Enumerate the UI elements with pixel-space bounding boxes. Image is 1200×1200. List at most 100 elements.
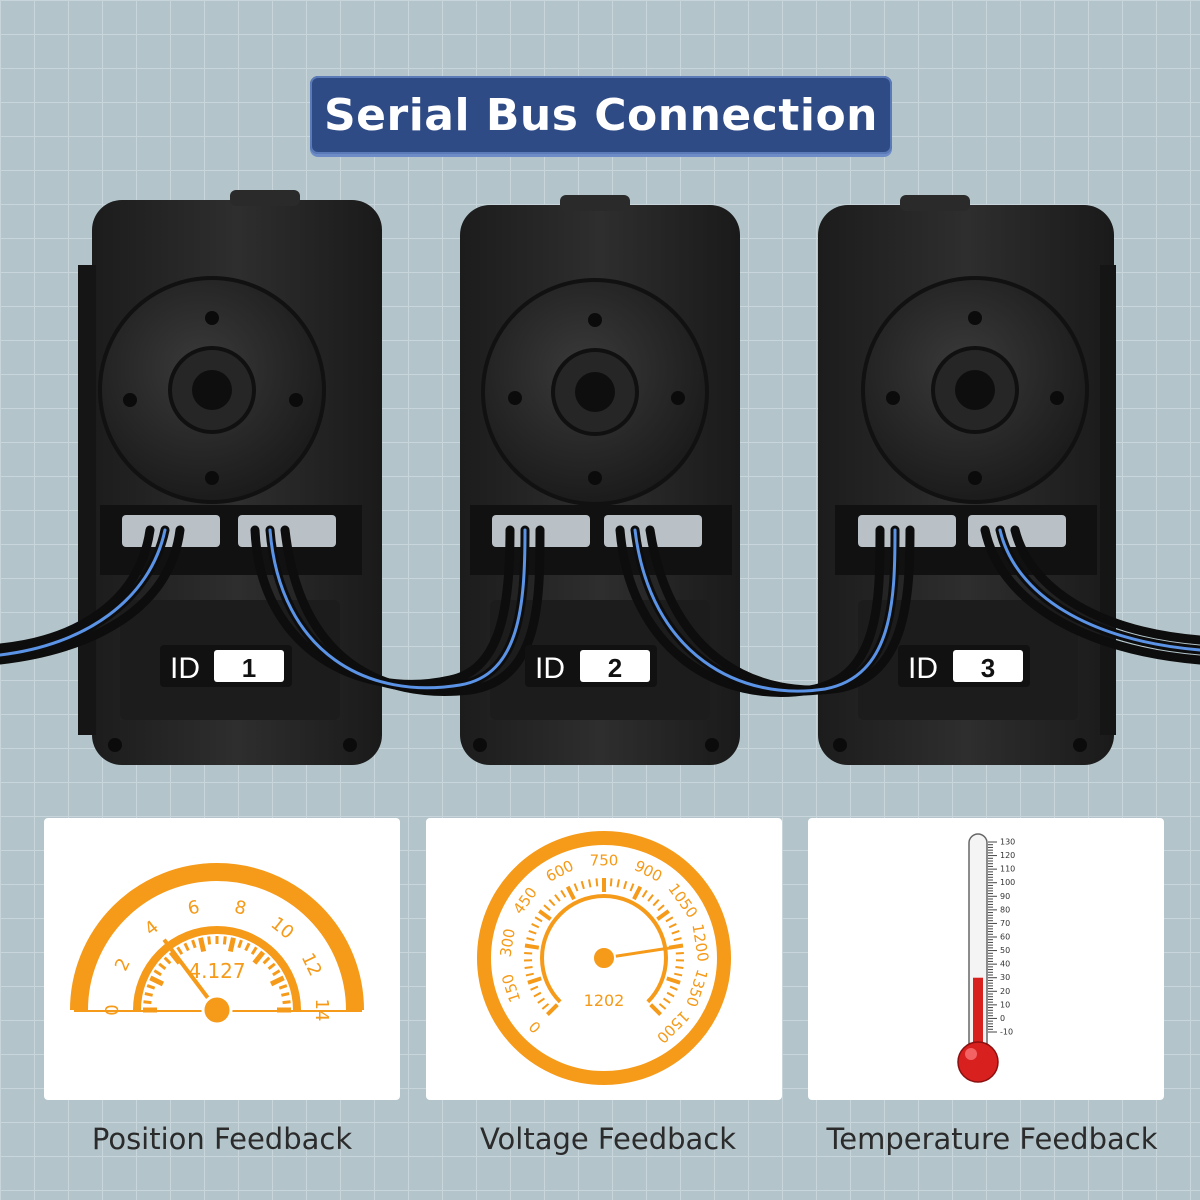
tick-label: 150 [498,972,524,1005]
servo-id-label-2: ID 2 [525,645,657,687]
gauge-tick [176,946,184,955]
title-banner: Serial Bus Connection [310,76,892,154]
tick-label: 1200 [688,922,712,963]
gauge-tick [524,943,540,950]
gauge-tick [537,997,546,1004]
bulb-highlight [965,1048,977,1060]
gauge-tick [183,942,190,952]
gauge-tick [616,879,620,888]
gauge-tick [282,1000,291,1005]
gauge-tick [250,946,258,955]
gauge-tick [222,936,227,945]
gauge-tick [237,939,243,949]
gauge-tick [143,1000,152,1005]
gauge-tick [647,894,654,902]
gauge-tick [674,972,683,977]
gauge-tick [272,969,281,977]
scale-label: 130 [1000,838,1015,847]
gauge-tick [252,950,266,965]
tick-label: 600 [543,857,577,886]
gauge-tick [666,991,675,998]
gauge-tick [560,889,567,898]
svg-text:1: 1 [242,653,256,683]
tick-label: 0 [525,1017,544,1036]
tick-label: 2 [111,955,135,974]
svg-text:ID: ID [908,652,938,685]
gauge-tick [524,966,533,970]
gauge-tick [149,975,165,987]
gauge-tick [541,1003,550,1010]
svg-text:2: 2 [608,653,622,683]
gauge-tick [657,904,665,912]
servo-scene: ID 1 ID 2 ID 3 [0,190,1200,765]
gauge-tick [525,972,534,977]
gauge-tick [656,909,670,921]
tick-label: 10 [267,913,298,944]
needle-hub [201,994,233,1026]
gauge-tick [144,992,153,997]
gauge-tick [538,909,552,921]
svg-text:ID: ID [170,652,200,685]
scale-label: 90 [1000,892,1010,901]
tick-label: 0 [102,1004,123,1015]
gauge-tick [534,916,543,923]
servo-id-label-3: ID 3 [898,645,1030,687]
gauge-tick [623,880,628,890]
gauge-tick [652,898,660,907]
gauge-tick [543,904,551,912]
bus-cables [0,525,1200,697]
gauge-tick [632,885,643,901]
gauge-tick [666,976,681,985]
scale-label: 0 [1000,1014,1005,1023]
gauge-tick [641,889,648,898]
gauge-tick [595,878,599,887]
gauge-tick [546,1003,559,1016]
thermometer-bulb [957,1041,999,1083]
scale-label: 10 [1000,1000,1010,1009]
tick-label: 14 [311,999,332,1022]
scale-label: 100 [1000,878,1015,887]
scale-label: 110 [1000,865,1015,874]
scale-label: 70 [1000,919,1010,928]
servo-3 [818,195,1116,765]
gauge-tick [191,939,197,949]
gauge-tick [665,916,674,923]
gauge-tick [163,956,172,965]
voltage-caption: Voltage Feedback [479,1122,737,1156]
svg-text:3: 3 [981,653,995,683]
gauge-tick [662,997,671,1004]
tick-label: 4 [141,917,163,941]
tick-label: 1350 [682,967,711,1009]
gauge-tick [530,985,539,991]
gauge-tick [668,923,677,929]
gauge-tick [227,937,236,953]
scale-label: 120 [1000,851,1015,860]
gauge-tick [671,929,680,935]
gauge-tick [565,885,576,901]
mercury-column [973,977,983,1054]
tick-label: 8 [232,897,248,920]
value-readout: 1202 [584,991,625,1010]
gauge-tick [524,951,533,955]
gauge-tick [531,923,540,929]
gauge-tick [262,956,271,965]
outer-arc [70,863,364,1011]
value-readout: 4.127 [188,959,245,983]
inner-arc [133,926,301,1011]
gauge-tick [573,883,579,892]
scale-label: 20 [1000,987,1010,996]
inner-arc [540,894,668,1004]
tick-label: 750 [590,852,619,870]
gauge-tick [281,992,290,997]
gauge-tick [158,962,167,971]
tick-label: 900 [631,857,665,886]
gauge-tick [153,969,162,977]
gauge-tick [269,975,285,987]
svg-text:ID: ID [535,652,565,685]
gauge-tick [588,879,592,888]
